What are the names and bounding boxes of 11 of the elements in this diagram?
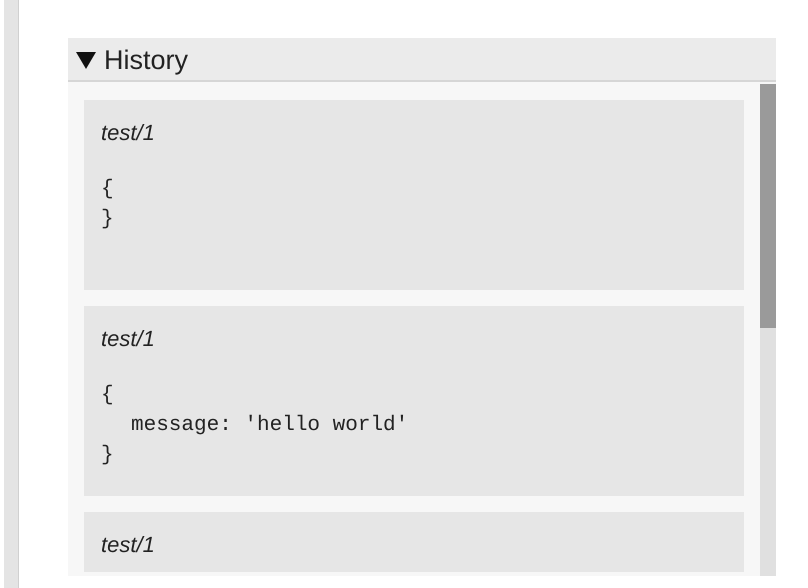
code-line: message: 'hello world' <box>131 414 408 437</box>
panel-title: History <box>104 45 188 76</box>
code-line: { <box>101 178 114 201</box>
topic-text: test/1 <box>101 532 155 558</box>
code-line: } <box>101 208 114 231</box>
topic-text: test/1 <box>101 326 155 352</box>
topic-text: test/1 <box>101 120 155 146</box>
code-line: } <box>101 444 114 467</box>
code-line: { <box>101 384 114 407</box>
history-panel <box>68 38 776 576</box>
splitter-handle <box>4 0 19 588</box>
